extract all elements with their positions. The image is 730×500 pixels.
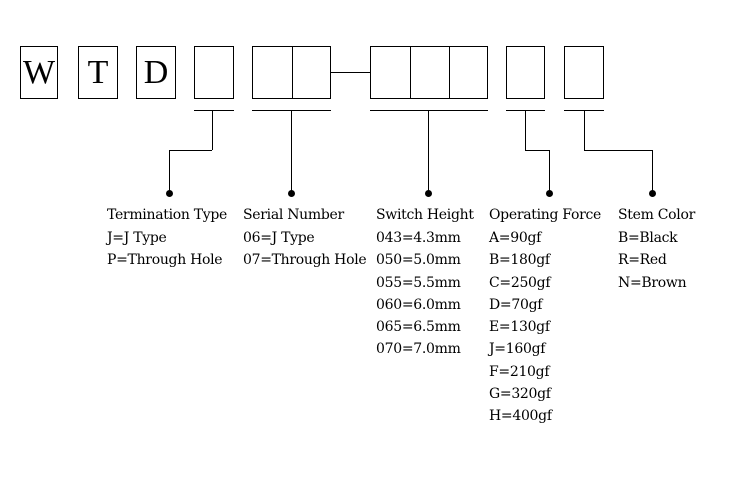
termination-type-column: Termination Type J=J Type P=Through Hole: [107, 205, 227, 272]
stem-color-leader: [652, 150, 653, 193]
option-label: B=Black: [618, 230, 678, 246]
switch-height-underline: [370, 110, 488, 111]
termination-type-options: J=J Type P=Through Hole: [107, 227, 227, 272]
operating-force-column: Operating Force A=90gf B=180gf C=250gf D…: [489, 205, 601, 428]
option-label: 07=Through Hole: [243, 252, 367, 269]
code-letter-d: D: [136, 46, 176, 99]
switch-height-cell: [371, 47, 410, 98]
operating-force-dot: [546, 190, 553, 197]
serial-number-leader: [291, 110, 292, 193]
termination-type-title: Termination Type: [107, 207, 228, 223]
operating-force-leader: [525, 110, 526, 150]
serial-number-cell: [292, 47, 331, 98]
termination-type-leader: [169, 150, 170, 193]
option-label: N=Brown: [618, 274, 687, 291]
option-label: A=90gf: [489, 230, 541, 246]
switch-height-options: 043=4.3mm 050=5.0mm 055=5.5mm 060=6.0mm …: [376, 227, 474, 361]
operating-force-leader: [549, 150, 550, 193]
option-label: 055=5.5mm: [376, 274, 461, 291]
termination-type-box: [194, 46, 234, 99]
stem-color-title: Stem Color: [618, 207, 695, 223]
stem-color-box: [564, 46, 604, 99]
termination-type-leader: [212, 110, 213, 150]
operating-force-leader: [525, 150, 549, 151]
code-letter-w: W: [20, 46, 58, 99]
operating-force-options: A=90gf B=180gf C=250gf D=70gf E=130gf J=…: [489, 227, 601, 428]
option-label: D=70gf: [489, 296, 543, 313]
stem-color-dot: [649, 190, 656, 197]
option-label: B=180gf: [489, 252, 550, 269]
switch-height-box: [370, 46, 488, 99]
option-label: 070=7.0mm: [376, 341, 461, 358]
option-label: G=320gf: [489, 386, 551, 403]
dash-connector: [331, 72, 370, 73]
termination-type-dot: [166, 190, 173, 197]
option-label: 043=4.3mm: [376, 230, 461, 246]
option-label: 050=5.0mm: [376, 252, 461, 269]
switch-height-column: Switch Height 043=4.3mm 050=5.0mm 055=5.…: [376, 205, 474, 361]
stem-color-leader: [584, 150, 652, 151]
option-label: 060=6.0mm: [376, 296, 461, 313]
serial-number-title: Serial Number: [243, 207, 344, 223]
serial-number-box: [252, 46, 331, 99]
option-label: E=130gf: [489, 319, 550, 336]
option-label: H=400gf: [489, 408, 552, 425]
switch-height-cell: [449, 47, 488, 98]
option-label: P=Through Hole: [107, 252, 223, 269]
option-label: 065=6.5mm: [376, 319, 461, 336]
serial-number-options: 06=J Type 07=Through Hole: [243, 227, 367, 272]
stem-color-options: B=Black R=Red N=Brown: [618, 227, 695, 294]
stem-color-leader: [584, 110, 585, 150]
stem-color-column: Stem Color B=Black R=Red N=Brown: [618, 205, 695, 294]
switch-height-dot: [425, 190, 432, 197]
code-letter-t: T: [78, 46, 118, 99]
operating-force-title: Operating Force: [489, 207, 601, 223]
option-label: C=250gf: [489, 274, 551, 291]
switch-height-leader: [428, 110, 429, 193]
serial-number-cell: [253, 47, 292, 98]
option-label: J=160gf: [489, 341, 546, 358]
switch-height-title: Switch Height: [376, 207, 474, 223]
option-label: J=J Type: [107, 230, 167, 246]
switch-height-cell: [410, 47, 449, 98]
termination-type-leader: [169, 150, 212, 151]
termination-type-underline: [194, 110, 234, 111]
serial-number-dot: [288, 190, 295, 197]
option-label: F=210gf: [489, 363, 550, 380]
serial-number-column: Serial Number 06=J Type 07=Through Hole: [243, 205, 367, 272]
option-label: 06=J Type: [243, 230, 315, 246]
operating-force-box: [506, 46, 545, 99]
option-label: R=Red: [618, 252, 667, 269]
